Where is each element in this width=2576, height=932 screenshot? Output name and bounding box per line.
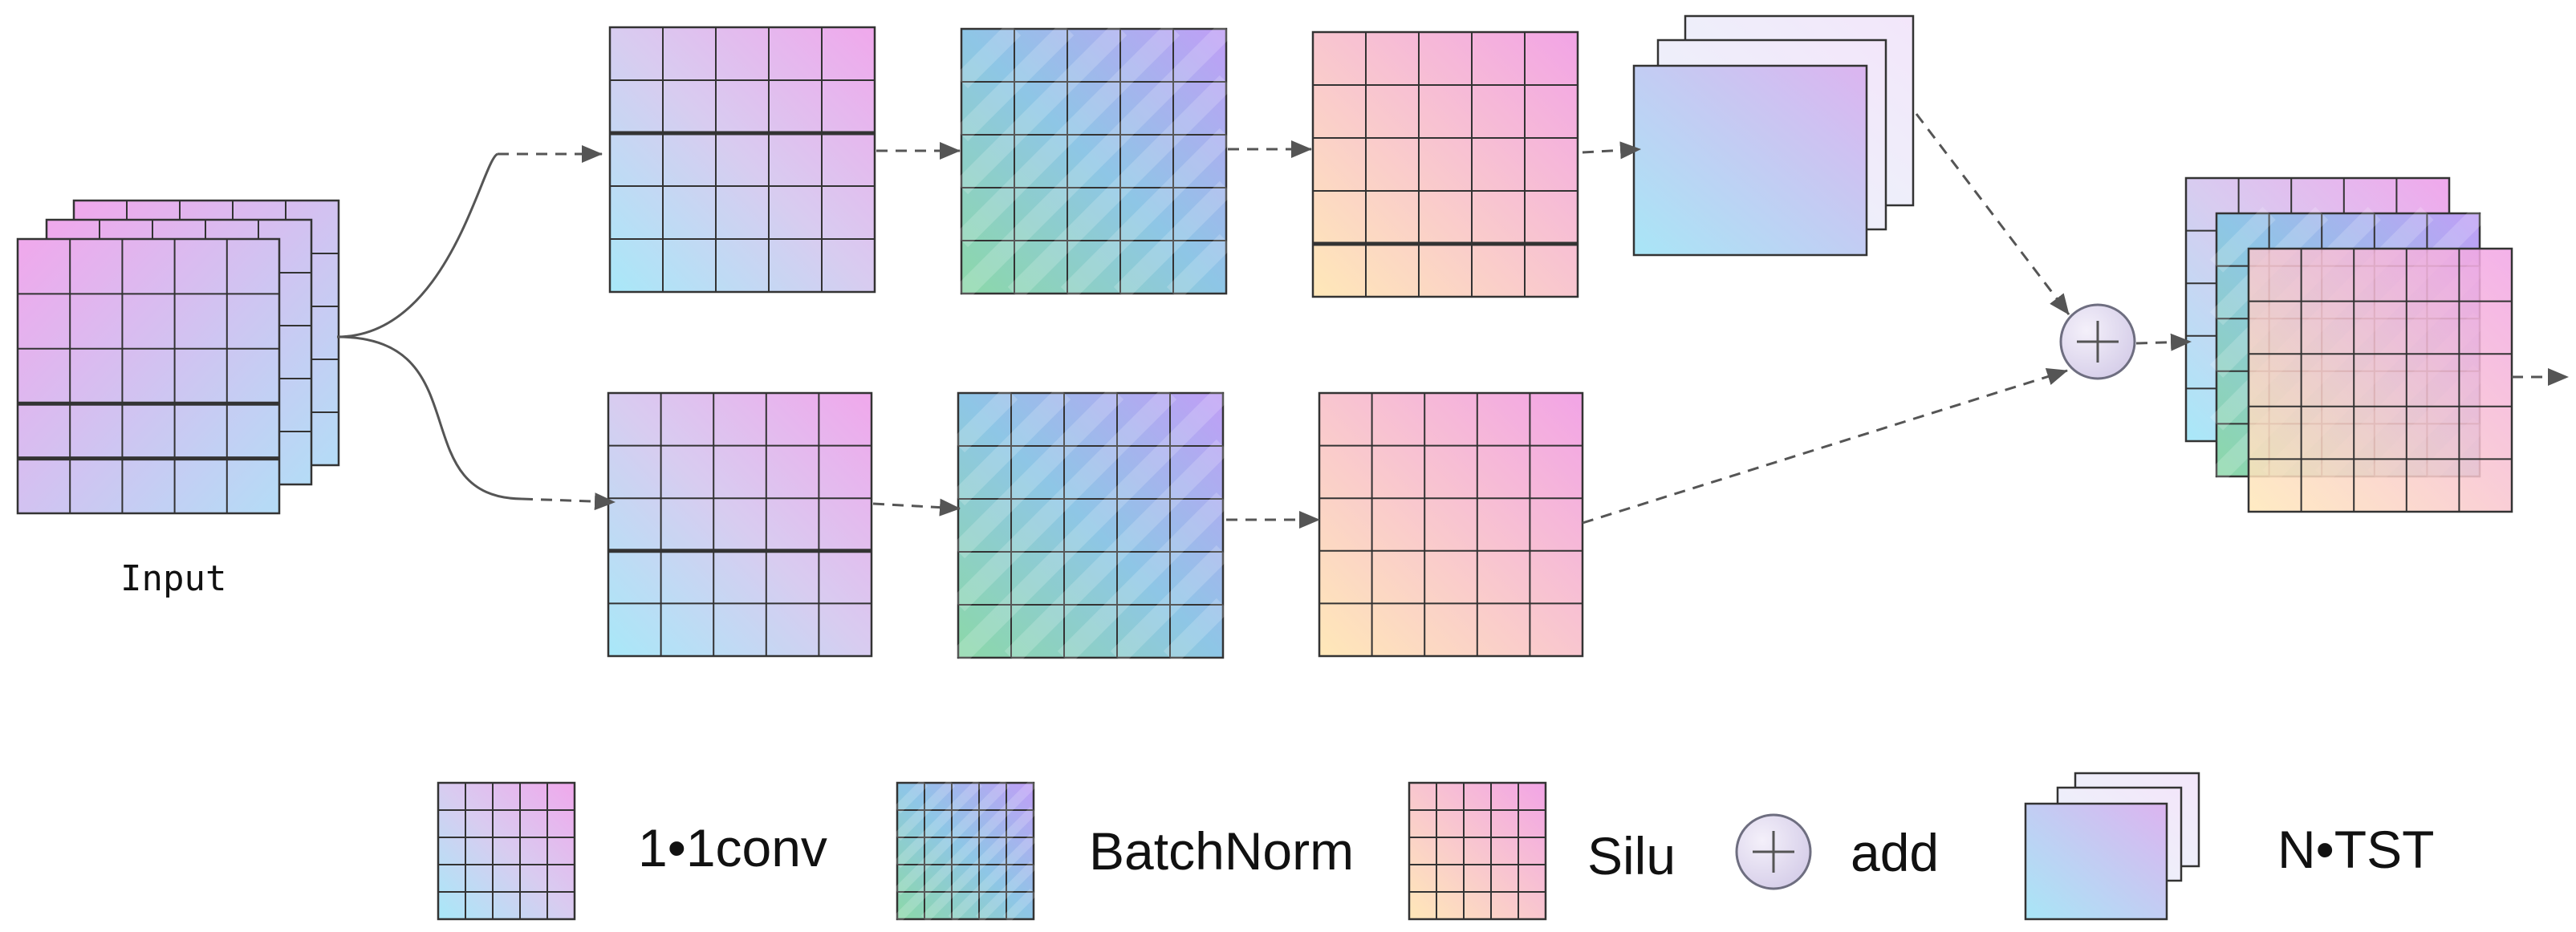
legend-conv-icon xyxy=(437,781,576,921)
arrow-tst-to-add xyxy=(1915,113,2070,315)
output-layer-front xyxy=(2247,247,2513,513)
arrow-silu-to-add xyxy=(1582,368,2068,525)
top-conv-block xyxy=(608,26,876,294)
legend-silu-icon xyxy=(1408,781,1547,921)
branch-curve-top xyxy=(336,152,498,338)
branch-curve-bottom xyxy=(336,335,522,500)
top-silu-block xyxy=(1311,30,1579,298)
bottom-conv-block xyxy=(607,391,873,658)
legend-batchnorm-label: BatchNorm xyxy=(1089,821,1355,881)
feature-map-grids xyxy=(16,14,2513,923)
legend-batchnorm-icon xyxy=(893,779,1038,923)
top-tst-layer-front xyxy=(1632,64,1868,257)
bottom-silu-block xyxy=(1318,391,1584,658)
connectors xyxy=(336,113,2569,529)
input-label: Input xyxy=(120,558,227,599)
legend-conv-label: 1•1conv xyxy=(638,818,827,877)
legend-tst-label: N•TST xyxy=(2277,820,2435,879)
legend-tst-layer-front xyxy=(2024,802,2168,921)
legend-add-label: add xyxy=(1851,823,1940,882)
legend-add-icon xyxy=(1735,813,1812,890)
add-operation-icon xyxy=(2059,303,2136,380)
arrow-top-4 xyxy=(1582,141,1641,160)
arrow-bottom-2 xyxy=(872,498,961,517)
legend-silu-label: Silu xyxy=(1587,826,1676,885)
bottom-batchnorm-block xyxy=(951,386,1230,665)
input-layer-front xyxy=(16,237,281,515)
arrow-add-to-output xyxy=(2135,333,2192,351)
arrow-bottom-1 xyxy=(521,492,616,511)
top-batchnorm-block xyxy=(954,22,1233,301)
